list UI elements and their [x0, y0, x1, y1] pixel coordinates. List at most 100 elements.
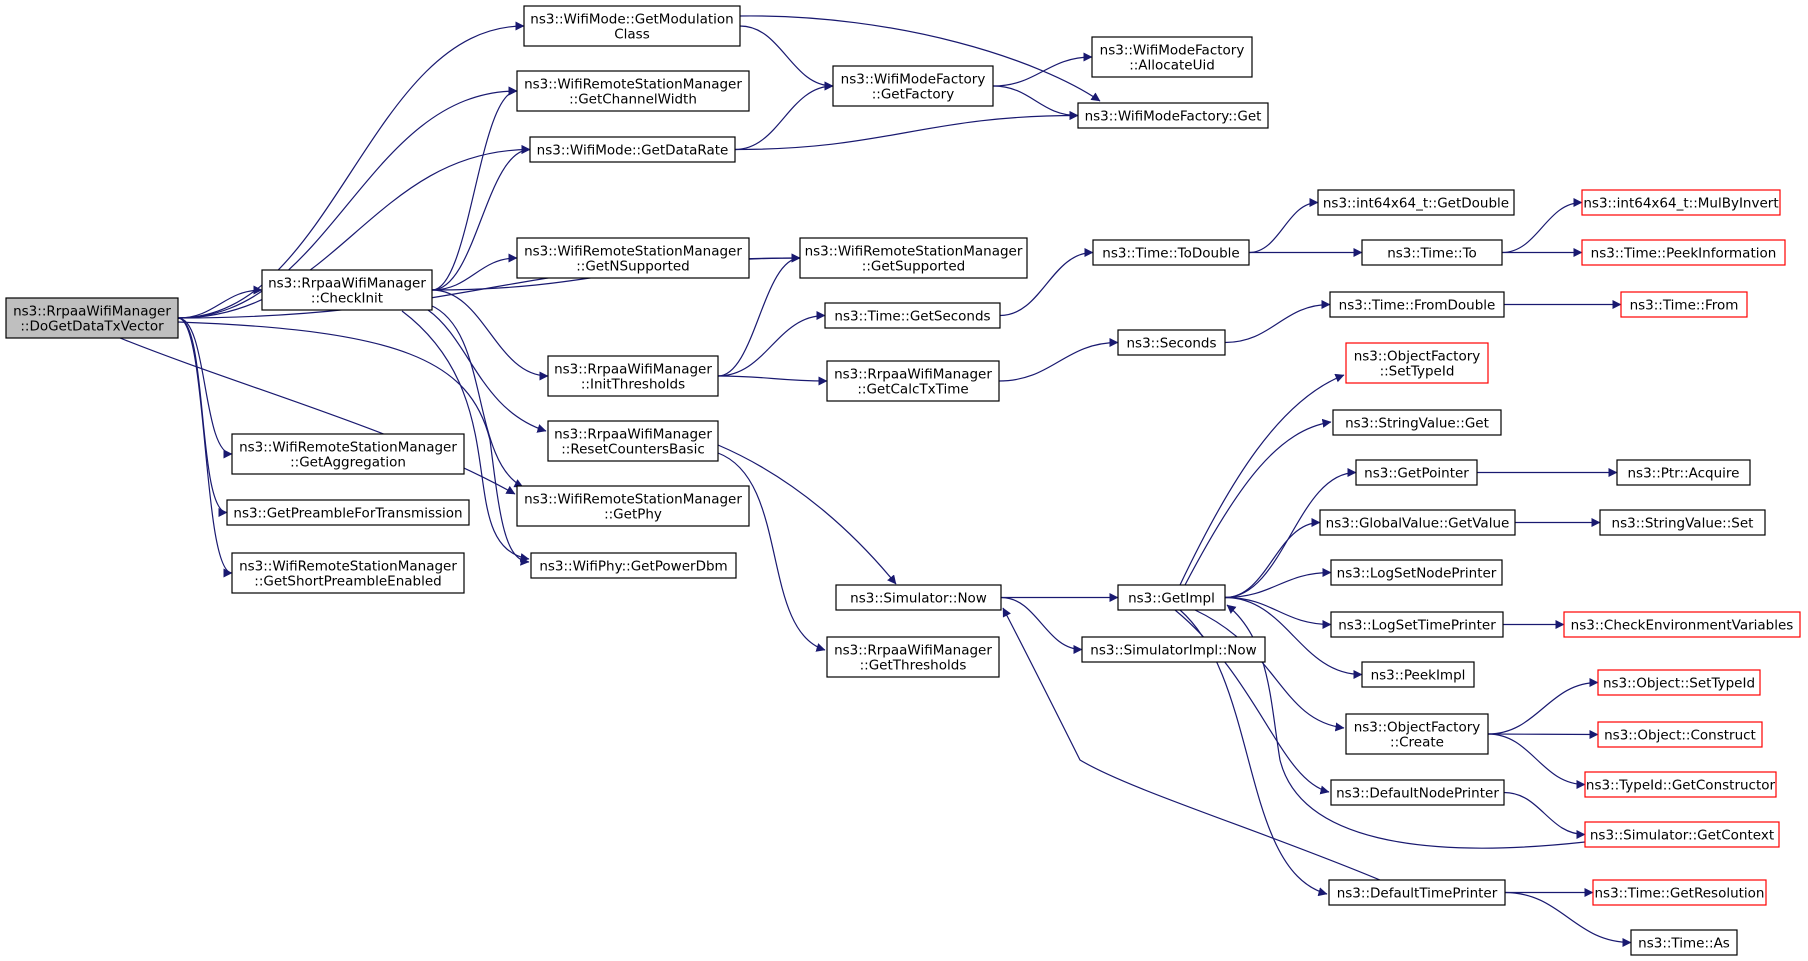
node-get-power-dbm[interactable]: ns3::WifiPhy::GetPowerDbm	[530, 552, 737, 579]
node-get-channel-width[interactable]: ns3::WifiRemoteStationManager::GetChanne…	[516, 70, 750, 112]
node-to-double[interactable]: ns3::Time::ToDouble	[1092, 239, 1250, 266]
node-box	[231, 552, 465, 594]
node-string-value-set[interactable]: ns3::StringValue::Set	[1599, 509, 1766, 536]
edge-to-double-to-int64-get-double	[1248, 198, 1319, 254]
node-label-line: ns3::int64x64_t::MulByInvert	[1583, 196, 1778, 212]
node-get-calc-tx-time[interactable]: ns3::RrpaaWifiManager::GetCalcTxTime	[826, 360, 1000, 402]
node-label-line: ns3::Seconds	[1127, 336, 1217, 352]
edge-of-create-to-obj-set-type-id	[1487, 678, 1599, 735]
node-label-line: ns3::RrpaaWifiManager	[13, 304, 171, 320]
node-label-line: ns3::Object::SetTypeId	[1603, 676, 1755, 692]
node-obj-construct[interactable]: ns3::Object::Construct	[1597, 721, 1763, 748]
node-allocate-uid[interactable]: ns3::WifiModeFactory::AllocateUid	[1091, 36, 1253, 78]
node-get-supported[interactable]: ns3::WifiRemoteStationManager::GetSuppor…	[799, 237, 1028, 279]
node-label-line: ns3::Time::From	[1630, 298, 1739, 314]
node-get-constructor[interactable]: ns3::TypeId::GetConstructor	[1584, 771, 1777, 798]
node-label-line: ns3::Time::GetResolution	[1594, 886, 1764, 902]
node-factory-get[interactable]: ns3::WifiModeFactory::Get	[1077, 102, 1269, 129]
edge-get-modulation-class-to-factory-get	[739, 15, 1101, 102]
edge-root-to-get-aggregation	[177, 317, 233, 459]
edge-get-impl-to-log-set-node-printer	[1224, 568, 1332, 599]
node-label-line: ns3::WifiMode::GetDataRate	[537, 143, 729, 159]
node-get-data-rate[interactable]: ns3::WifiMode::GetDataRate	[529, 136, 736, 163]
node-label-line: ns3::WifiRemoteStationManager	[805, 244, 1023, 260]
node-global-get-value[interactable]: ns3::GlobalValue::GetValue	[1319, 509, 1516, 536]
node-reset-counters-basic[interactable]: ns3::RrpaaWifiManager::ResetCountersBasi…	[547, 420, 719, 462]
node-peek-impl[interactable]: ns3::PeekImpl	[1361, 661, 1475, 688]
node-int64-get-double[interactable]: ns3::int64x64_t::GetDouble	[1317, 189, 1515, 216]
node-box	[523, 5, 741, 47]
node-get-aggregation[interactable]: ns3::WifiRemoteStationManager::GetAggreg…	[231, 433, 465, 475]
node-check-env[interactable]: ns3::CheckEnvironmentVariables	[1563, 611, 1801, 638]
node-get-thresholds[interactable]: ns3::RrpaaWifiManager::GetThresholds	[826, 636, 1000, 678]
node-box	[1319, 509, 1516, 536]
node-sim-impl-now[interactable]: ns3::SimulatorImpl::Now	[1081, 636, 1266, 663]
node-get-seconds[interactable]: ns3::Time::GetSeconds	[824, 302, 1001, 329]
node-log-set-time-printer[interactable]: ns3::LogSetTimePrinter	[1330, 611, 1504, 638]
node-label-line: ::GetShortPreambleEnabled	[254, 574, 441, 590]
node-label-line: ns3::WifiRemoteStationManager	[524, 492, 742, 508]
node-time-to[interactable]: ns3::Time::To	[1361, 239, 1503, 266]
edge-get-impl-to-of-set-type-id	[1179, 373, 1345, 586]
node-obj-set-type-id[interactable]: ns3::Object::SetTypeId	[1597, 669, 1761, 696]
node-label-line: ns3::CheckEnvironmentVariables	[1571, 618, 1794, 634]
node-check-init[interactable]: ns3::RrpaaWifiManager::CheckInit	[261, 269, 433, 311]
node-get-short-preamble[interactable]: ns3::WifiRemoteStationManager::GetShortP…	[231, 552, 465, 594]
node-label-line: ns3::WifiRemoteStationManager	[239, 559, 457, 575]
node-peek-information[interactable]: ns3::Time::PeekInformation	[1581, 239, 1786, 266]
node-box	[799, 237, 1028, 279]
edge-reset-counters-basic-to-get-thresholds	[717, 452, 826, 652]
edge-get-calc-tx-time-to-seconds	[998, 338, 1119, 382]
node-time-as[interactable]: ns3::Time::As	[1630, 929, 1738, 956]
node-label-line: ns3::DefaultTimePrinter	[1337, 886, 1498, 902]
node-label-line: ns3::RrpaaWifiManager	[834, 643, 992, 659]
node-of-set-type-id[interactable]: ns3::ObjectFactory::SetTypeId	[1345, 342, 1489, 384]
node-box	[1616, 459, 1751, 486]
node-log-set-node-printer[interactable]: ns3::LogSetNodePrinter	[1330, 559, 1503, 586]
node-label-line: ns3::GlobalValue::GetValue	[1326, 516, 1510, 532]
node-label-line: ns3::GetPreambleForTransmission	[233, 506, 462, 522]
node-label-line: ns3::TypeId::GetConstructor	[1586, 778, 1776, 794]
node-default-node-printer[interactable]: ns3::DefaultNodePrinter	[1330, 779, 1505, 806]
edge-get-modulation-class-to-get-factory	[739, 25, 834, 91]
node-get-resolution[interactable]: ns3::Time::GetResolution	[1592, 879, 1767, 906]
node-label-line: ::ResetCountersBasic	[561, 442, 705, 458]
node-get-factory[interactable]: ns3::WifiModeFactory::GetFactory	[832, 65, 994, 107]
node-box	[1584, 771, 1777, 798]
node-default-time-printer[interactable]: ns3::DefaultTimePrinter	[1328, 879, 1506, 906]
node-box	[1317, 189, 1515, 216]
node-seconds[interactable]: ns3::Seconds	[1117, 329, 1226, 356]
node-init-thresholds[interactable]: ns3::RrpaaWifiManager::InitThresholds	[547, 355, 719, 397]
node-root: ns3::RrpaaWifiManager::DoGetDataTxVector	[5, 297, 179, 339]
edge-root-to-check-init	[177, 285, 263, 319]
node-label-line: ::GetFactory	[872, 87, 954, 103]
edge-get-factory-to-factory-get	[992, 85, 1079, 120]
node-label-line: ns3::Time::As	[1638, 936, 1730, 952]
node-label-line: ns3::Time::PeekInformation	[1591, 246, 1777, 262]
node-box	[529, 136, 736, 163]
edge-get-factory-to-allocate-uid	[992, 52, 1093, 87]
node-sim-now[interactable]: ns3::Simulator::Now	[835, 584, 1002, 611]
node-label-line: ::AllocateUid	[1129, 58, 1215, 74]
node-box	[1345, 342, 1489, 384]
node-get-pointer[interactable]: ns3::GetPointer	[1355, 459, 1478, 486]
node-from-double[interactable]: ns3::Time::FromDouble	[1329, 291, 1505, 318]
node-get-impl[interactable]: ns3::GetImpl	[1117, 584, 1226, 611]
node-get-phy[interactable]: ns3::WifiRemoteStationManager::GetPhy	[516, 485, 750, 527]
node-box	[832, 65, 994, 107]
node-get-context[interactable]: ns3::Simulator::GetContext	[1584, 821, 1780, 848]
node-label-line: ::GetAggregation	[290, 455, 406, 471]
edge-root-to-get-short-preamble	[177, 317, 233, 578]
node-string-value-get[interactable]: ns3::StringValue::Get	[1332, 409, 1502, 436]
node-ptr-acquire[interactable]: ns3::Ptr::Acquire	[1616, 459, 1751, 486]
node-box	[826, 636, 1000, 678]
node-label-line: ::GetSupported	[862, 259, 965, 275]
node-mul-by-invert[interactable]: ns3::int64x64_t::MulByInvert	[1581, 189, 1781, 216]
node-get-nsupported[interactable]: ns3::WifiRemoteStationManager::GetNSuppo…	[516, 237, 750, 279]
node-box	[824, 302, 1001, 329]
node-get-preamble[interactable]: ns3::GetPreambleForTransmission	[226, 499, 470, 526]
node-label-line: ::InitThresholds	[581, 377, 685, 393]
node-of-create[interactable]: ns3::ObjectFactory::Create	[1345, 713, 1489, 755]
node-time-from[interactable]: ns3::Time::From	[1620, 291, 1748, 318]
